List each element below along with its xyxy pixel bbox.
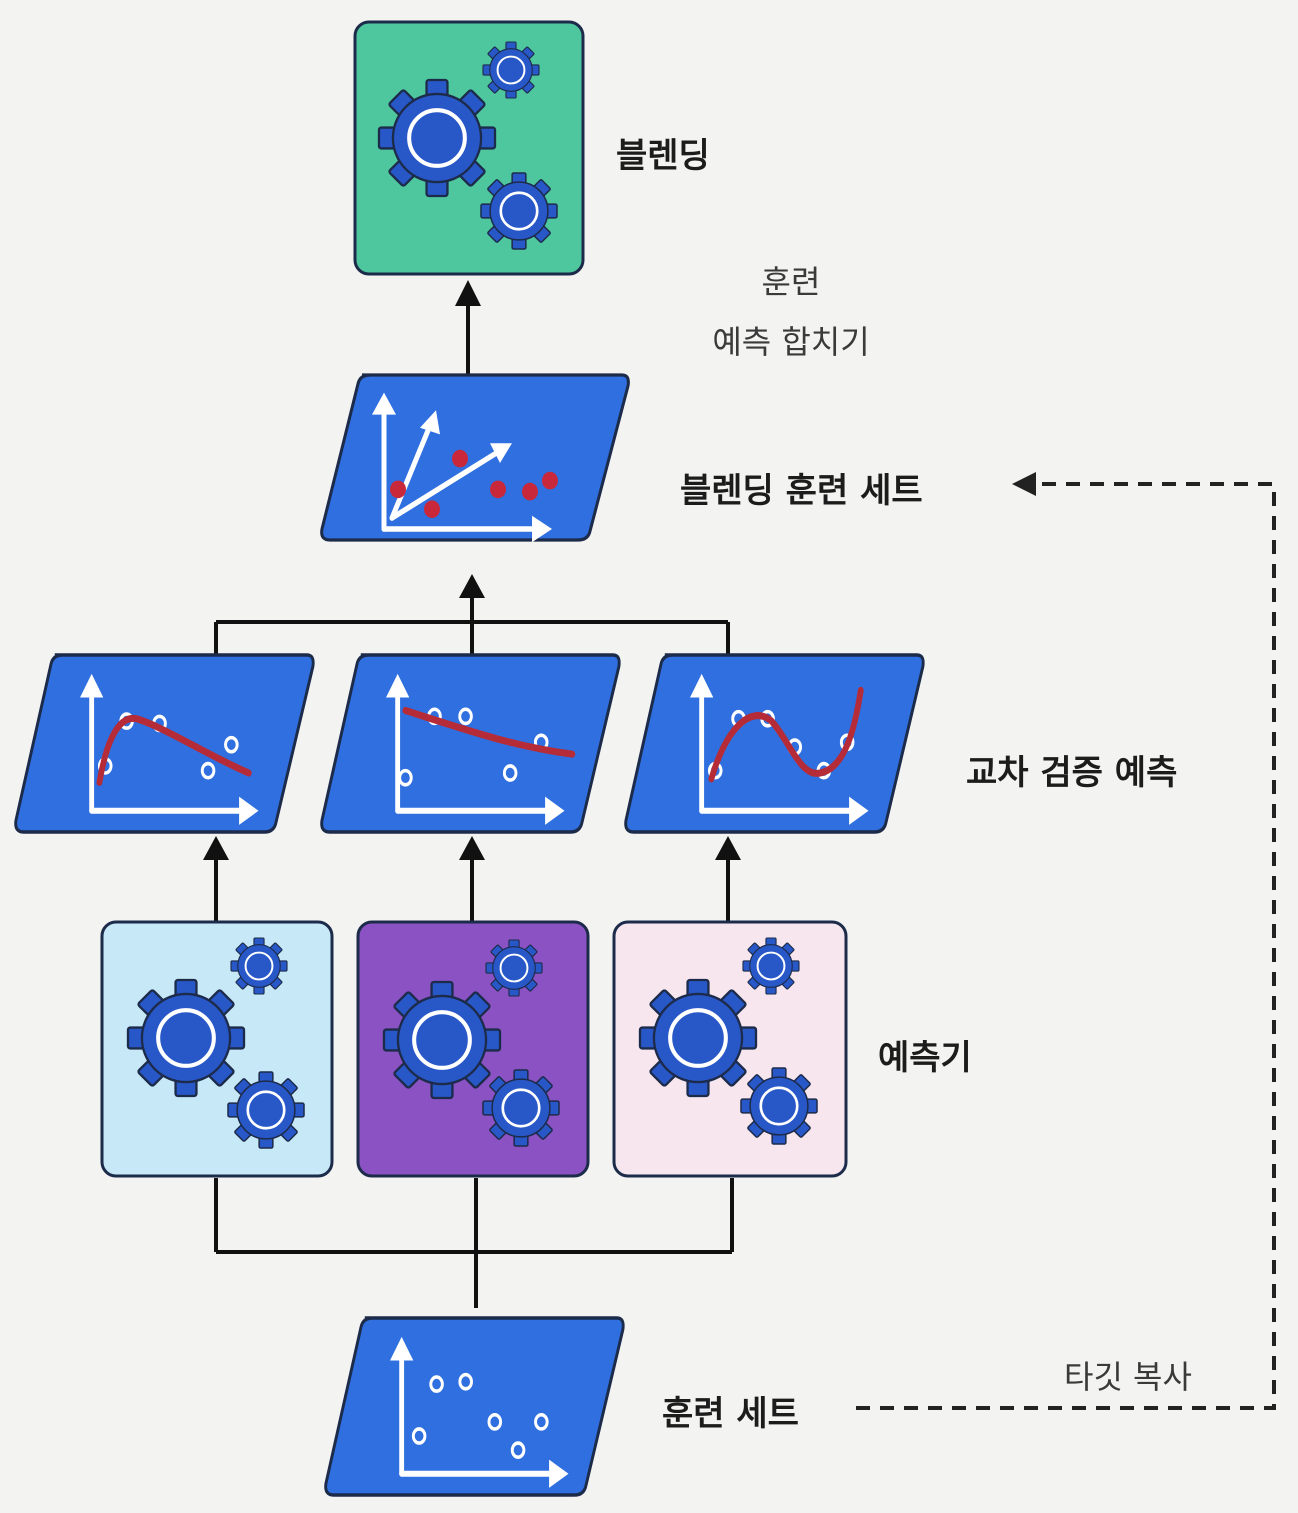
predictor-2-box — [356, 920, 590, 1178]
blending-train-set-box — [320, 373, 631, 543]
arrow-vectors-icon — [381, 407, 535, 532]
predictor-3-box — [612, 920, 848, 1178]
connectors — [214, 306, 734, 1308]
predictor-1-box — [100, 920, 334, 1178]
combine-label-line1: 훈련 — [761, 263, 821, 301]
combine-label-line2: 예측 합치기 — [712, 323, 870, 361]
target-copy-label: 타깃 복사 — [1064, 1358, 1192, 1396]
arrowheads — [203, 280, 741, 860]
combine-predictions-label: 훈련 예측 합치기 — [686, 252, 896, 372]
blending-train-set-label: 블렌딩 훈련 세트 — [680, 471, 923, 511]
data-points — [411, 1372, 549, 1460]
predictors-label: 예측기 — [878, 1038, 972, 1078]
cv-predictions-label: 교차 검증 예측 — [966, 753, 1178, 793]
training-set-box — [323, 1316, 625, 1497]
cv-prediction-2 — [319, 653, 621, 834]
target-copy-path — [856, 472, 1276, 1410]
cv-prediction-1 — [13, 653, 315, 834]
blender-box — [353, 20, 585, 276]
train-set-label: 훈련 세트 — [662, 1394, 799, 1434]
blending-label: 블렌딩 — [616, 136, 710, 176]
prediction-dots — [390, 449, 558, 518]
cv-prediction-3 — [623, 653, 925, 834]
target-copy-arrowhead — [1012, 472, 1036, 496]
